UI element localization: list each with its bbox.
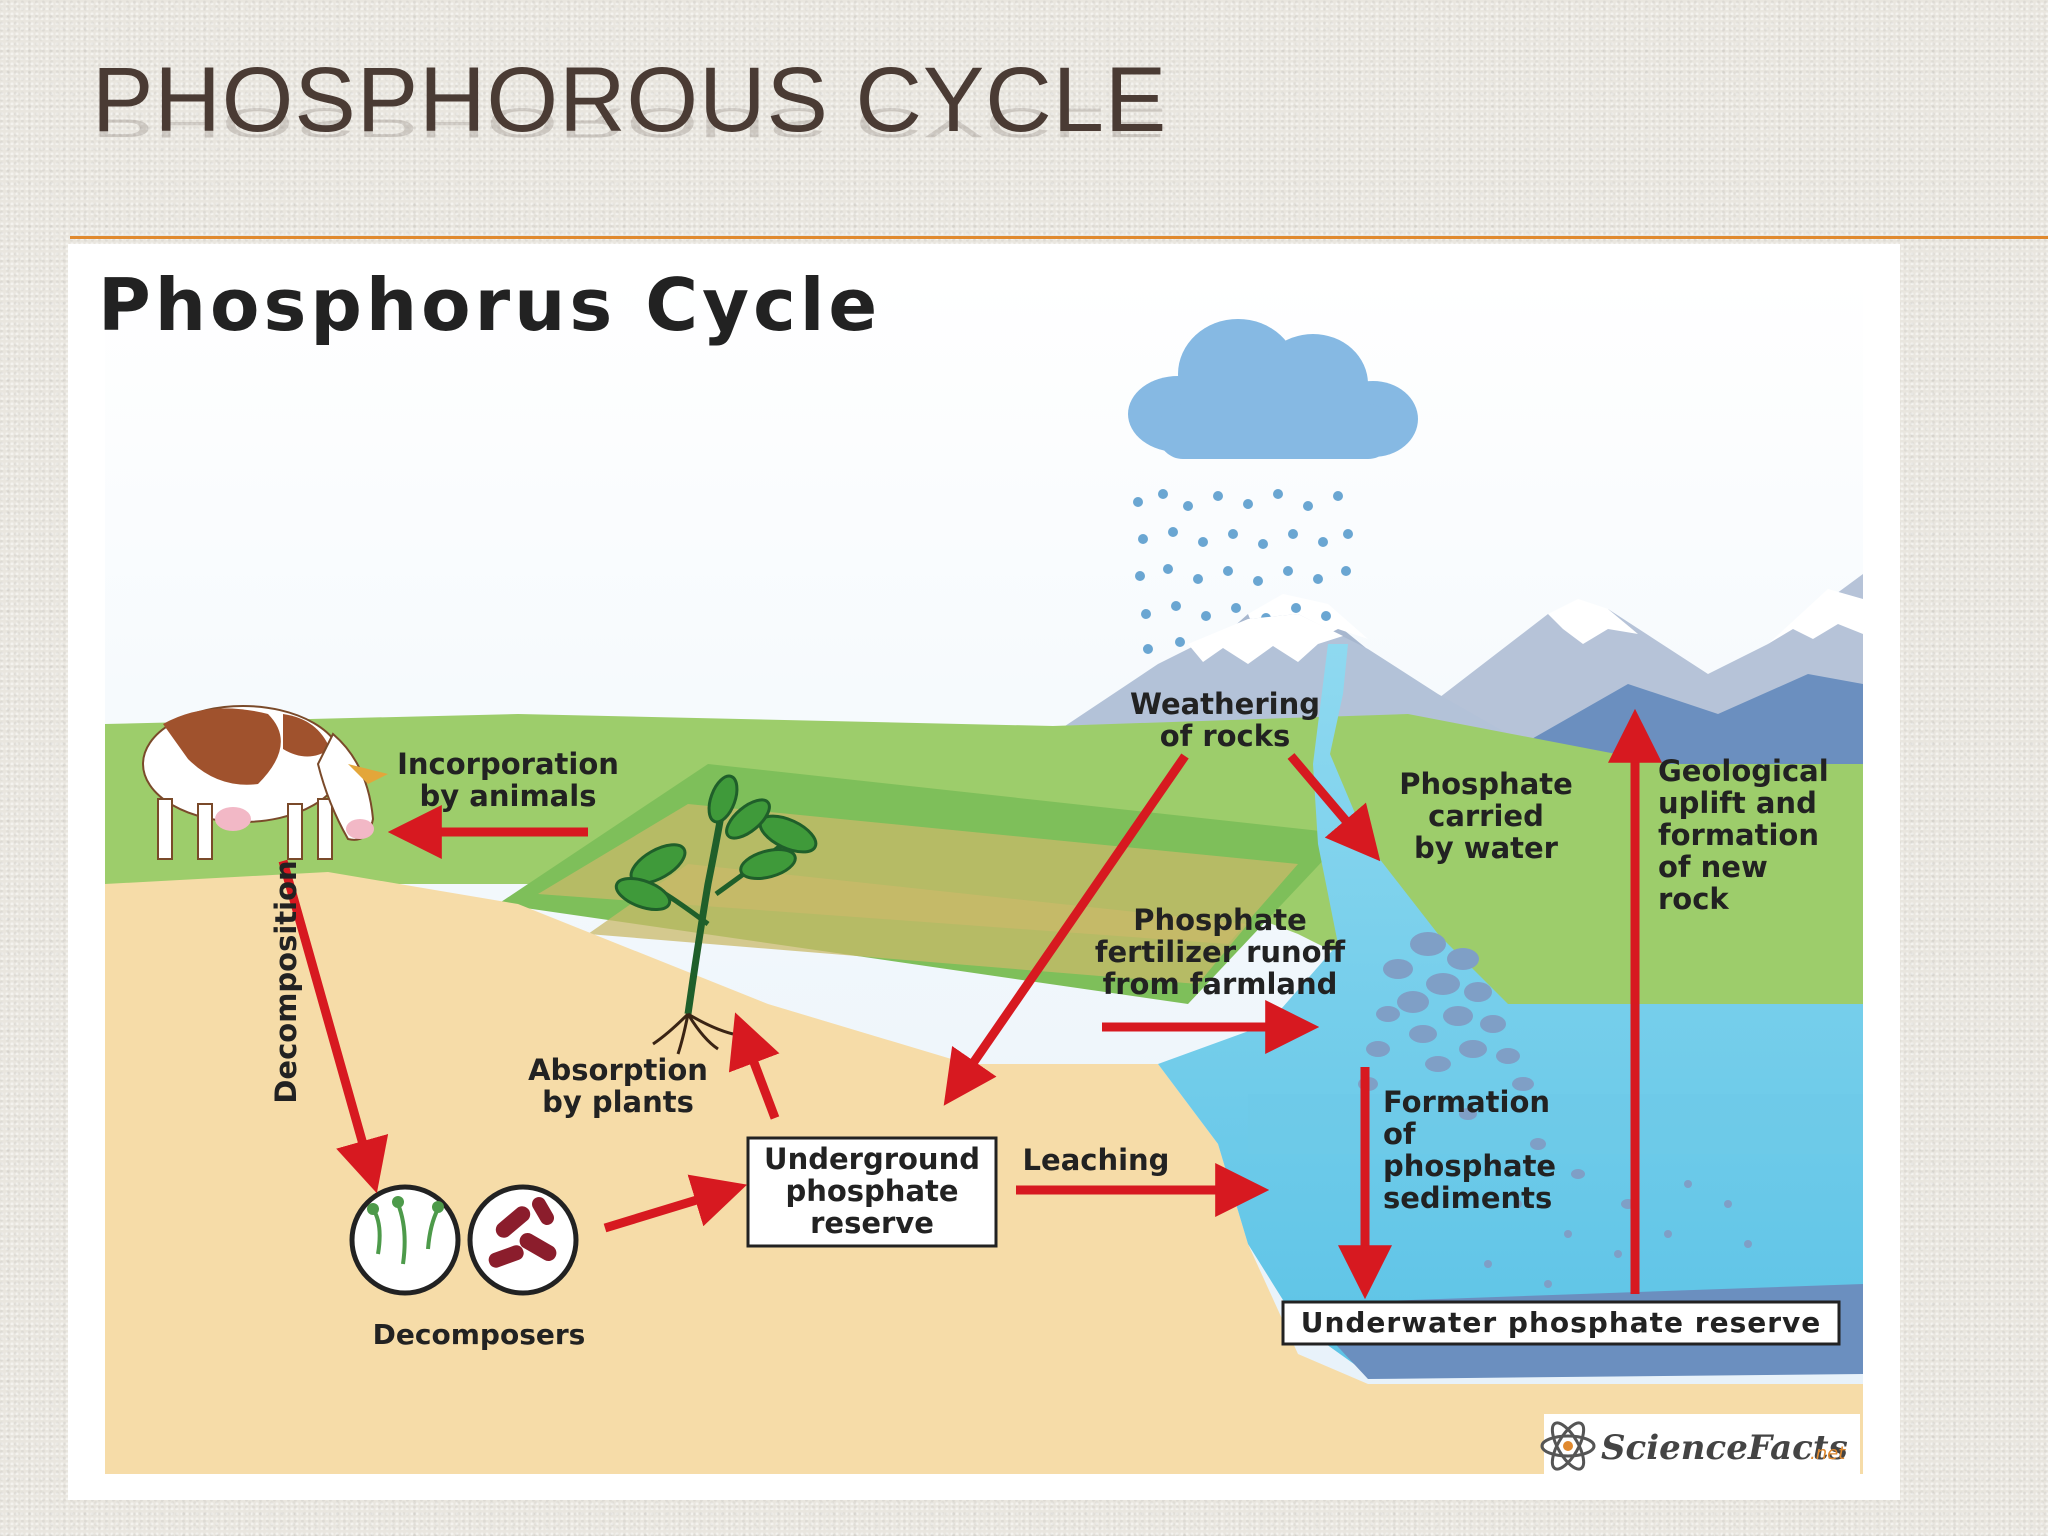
label-absorption-line2: by plants: [542, 1085, 694, 1119]
phosphorus-cycle-diagram: Phosphorus Cycle Incorporation by animal…: [98, 263, 1863, 1474]
underground-reserve-box: [746, 1136, 998, 1248]
label-leaching: Leaching: [1023, 1143, 1170, 1177]
label-incorporation-line1: Incorporation: [397, 747, 619, 781]
near-mountain: [1053, 614, 1508, 734]
label-absorption-line1: Absorption: [528, 1053, 708, 1087]
label-geological-line1: Geological: [1658, 754, 1829, 788]
decomposer-fungi-circle: [349, 1184, 461, 1296]
label-carried-line2: carried: [1428, 799, 1544, 833]
diagram-frame: Phosphorus Cycle Incorporation by animal…: [68, 244, 1900, 1500]
label-weathering-line1: Weathering: [1130, 687, 1320, 721]
label-weathering-line2: of rocks: [1160, 719, 1291, 753]
rain-cloud: [1128, 319, 1418, 459]
diagram-title: Phosphorus Cycle: [98, 263, 881, 347]
label-sediments-line4: sediments: [1383, 1181, 1552, 1215]
label-geological-line5: rock: [1658, 882, 1729, 916]
plant-illustration: [614, 774, 818, 1055]
label-incorporation-line2: by animals: [420, 779, 597, 813]
label-carried-line1: Phosphate: [1399, 767, 1573, 801]
atom-icon: [1540, 1421, 1596, 1471]
underwater-reserve-box: [1281, 1300, 1841, 1346]
decomposer-bacteria-circle: [467, 1184, 579, 1296]
label-underground-line3: reserve: [810, 1206, 934, 1240]
label-fertilizer-line1: Phosphate: [1133, 903, 1307, 937]
label-geological-line3: formation: [1658, 818, 1819, 852]
arrow-weathering-to-water: [1287, 753, 1381, 862]
label-carried-line3: by water: [1414, 831, 1559, 865]
logo-suffix: .net: [1810, 1443, 1846, 1464]
label-fertilizer-line2: fertilizer runoff: [1095, 935, 1346, 969]
label-sediments-line2: of: [1383, 1117, 1416, 1151]
title-divider: [70, 236, 2048, 239]
label-geological-line2: uplift and: [1658, 786, 1817, 820]
cow-illustration: [142, 705, 388, 860]
label-sediments-line3: phosphate: [1383, 1149, 1556, 1183]
raindrops: [1133, 489, 1353, 657]
phosphate-rocks: [1358, 932, 1752, 1288]
slide-title: PHOSPHOROUS CYCLE: [92, 49, 1168, 151]
label-geological-line4: of new: [1658, 850, 1768, 884]
label-underwater-reserve: Underwater phosphate reserve: [1301, 1306, 1822, 1339]
label-sediments-line1: Formation: [1383, 1085, 1550, 1119]
sciencefacts-logo: ScienceFacts .net: [1540, 1414, 1860, 1474]
label-underground-line2: phosphate: [785, 1174, 958, 1208]
arrow-decomposers-to-reserve: [603, 1174, 748, 1233]
label-fertilizer-line3: from farmland: [1103, 967, 1338, 1001]
arrow-weathering-to-reserve: [943, 753, 1189, 1106]
arrow-absorption: [728, 1012, 780, 1120]
arrow-decomposition: [278, 859, 389, 1194]
label-decomposers: Decomposers: [373, 1318, 586, 1351]
label-decomposition: Decomposition: [269, 860, 303, 1103]
cycle-arrows: [278, 708, 1662, 1300]
label-underground-line1: Underground: [764, 1142, 980, 1176]
logo-text: ScienceFacts: [1601, 1428, 1848, 1468]
